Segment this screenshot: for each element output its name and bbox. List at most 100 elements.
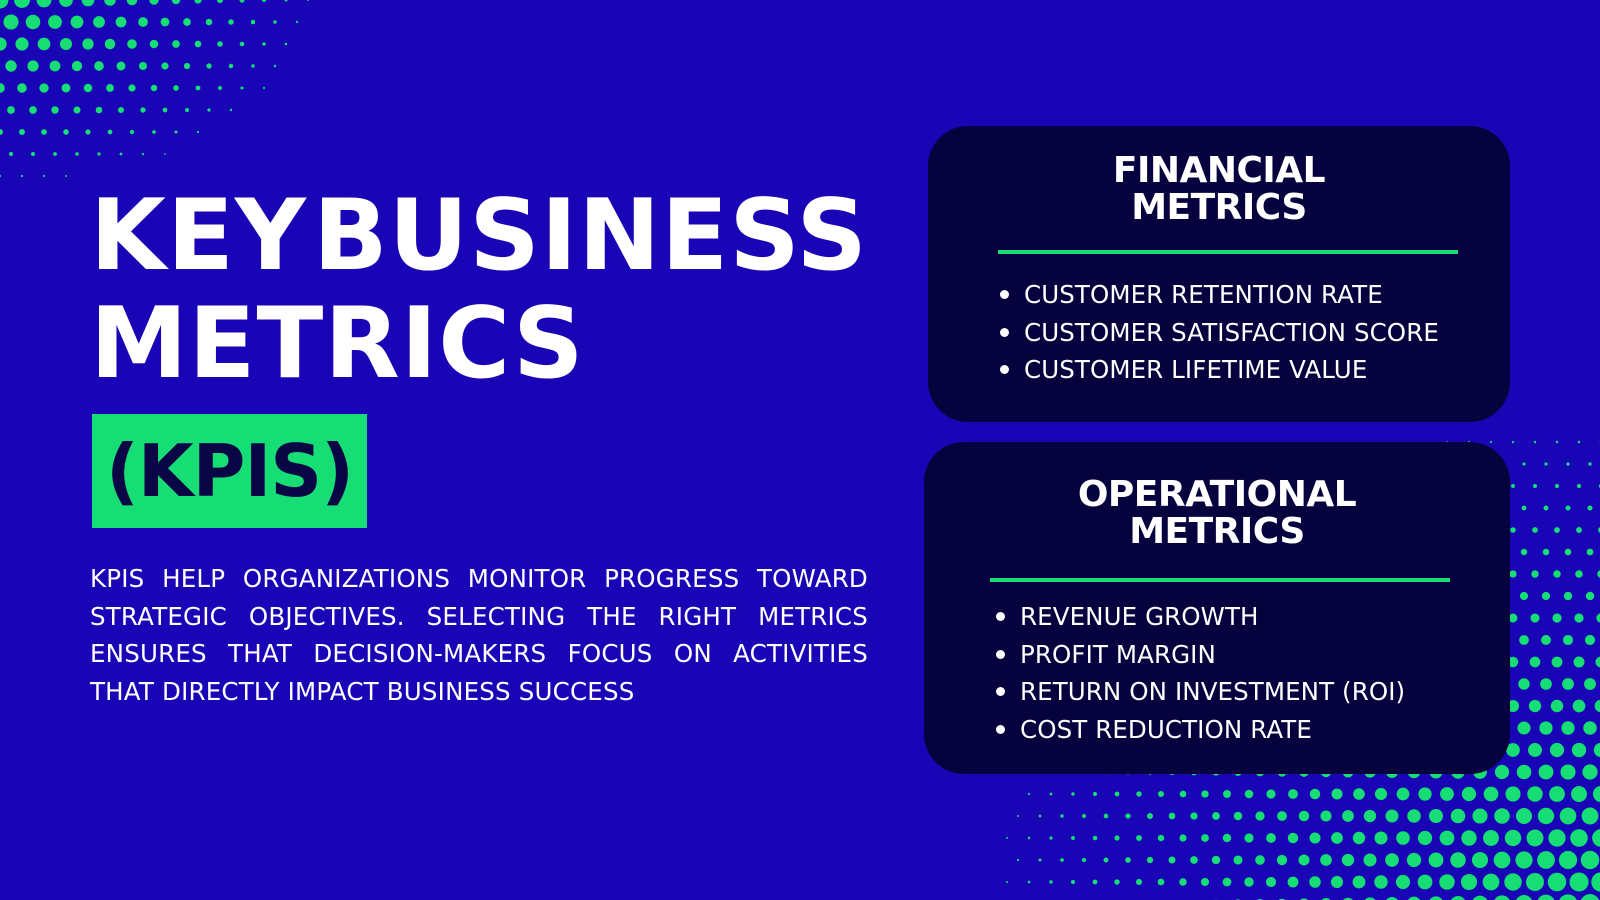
halftone-dot [1287, 876, 1299, 888]
halftone-dot [1320, 810, 1332, 822]
halftone-dot [1233, 855, 1243, 865]
halftone-dot [1520, 548, 1528, 556]
halftone-dot [1265, 876, 1277, 888]
halftone-dot [1563, 591, 1573, 601]
halftone-dot [1266, 833, 1276, 843]
card-title-line-1: OPERATIONAL [1077, 474, 1357, 515]
halftone-dot [1406, 852, 1422, 868]
halftone-dot [1508, 613, 1518, 623]
halftone-dot [207, 108, 211, 112]
halftone-dot [1374, 875, 1388, 889]
halftone-dot [1591, 872, 1600, 892]
list-item-label: COST REDUCTION RATE [1020, 714, 1312, 744]
halftone-dot [307, 0, 309, 1]
halftone-dot [1092, 791, 1098, 797]
halftone-dot [8, 151, 14, 157]
halftone-dot [95, 106, 103, 114]
halftone-dot [1200, 877, 1210, 887]
halftone-dot [1531, 570, 1539, 578]
halftone-dot [228, 19, 234, 25]
halftone-dot [162, 107, 168, 113]
list-item-label: PROFIT MARGIN [1020, 639, 1216, 669]
halftone-dot [1581, 807, 1599, 825]
halftone-dot [1510, 527, 1516, 533]
halftone-dot [1518, 678, 1530, 690]
halftone-dot [284, 0, 288, 2]
halftone-dot [1395, 874, 1411, 890]
halftone-dot [295, 20, 299, 24]
halftone-dot [1554, 527, 1560, 533]
halftone-dot [1385, 853, 1399, 867]
halftone-dot [93, 16, 105, 28]
halftone-dot [1550, 699, 1564, 713]
halftone-dot [1038, 858, 1042, 862]
halftone-dot [1016, 858, 1020, 862]
halftone-dot [129, 129, 135, 135]
halftone-dot [1363, 853, 1377, 867]
halftone-dot [152, 130, 156, 134]
halftone-dot [1537, 894, 1555, 900]
halftone-dot [1440, 787, 1454, 801]
halftone-dot [1331, 788, 1343, 800]
halftone-dot [273, 20, 277, 24]
halftone-dot [262, 42, 266, 46]
halftone-dot [1190, 812, 1198, 820]
halftone-dot [1114, 879, 1120, 885]
halftone-dot [1451, 896, 1465, 900]
list-item-label: RETURN ON INVESTMENT (ROI) [1020, 677, 1406, 706]
halftone-dot [1298, 854, 1310, 866]
halftone-dot [1522, 462, 1526, 466]
halftone-dot [1385, 809, 1399, 823]
halftone-dot [262, 86, 266, 90]
halftone-dot [1543, 505, 1549, 511]
halftone-dot [1592, 786, 1600, 802]
halftone-dot [1288, 789, 1298, 799]
halftone-dot [1505, 786, 1521, 802]
halftone-dot [172, 40, 180, 48]
halftone-dot [1565, 505, 1571, 511]
halftone-dot [1515, 851, 1533, 869]
halftone-dot [1573, 656, 1585, 668]
halftone-dot [1586, 548, 1594, 556]
halftone-dot [63, 129, 69, 135]
halftone-dot [1266, 789, 1276, 799]
halftone-dot [1439, 874, 1455, 890]
halftone-dot [1582, 764, 1598, 780]
halftone-dot [15, 37, 29, 51]
halftone-dot [1049, 836, 1053, 840]
halftone-dot [70, 15, 84, 29]
halftone-dot [1060, 858, 1064, 862]
halftone-dot [1537, 807, 1555, 825]
card-title-line-1: FINANCIAL [1112, 150, 1326, 191]
halftone-dot [1580, 850, 1600, 870]
financial-metrics-list: CUSTOMER RETENTION RATE CUSTOMER SATISFA… [998, 276, 1439, 389]
bullet-icon [1000, 290, 1009, 299]
list-item: CUSTOMER LIFETIME VALUE [998, 351, 1439, 389]
halftone-dot [1553, 570, 1561, 578]
halftone-dot [228, 63, 234, 69]
halftone-dot [138, 17, 148, 27]
halftone-dot [1352, 875, 1366, 889]
halftone-dot [251, 64, 255, 68]
halftone-dot [65, 175, 67, 177]
halftone-dot [1157, 878, 1165, 886]
halftone-dot [1532, 483, 1538, 489]
halftone-dot [1519, 591, 1529, 601]
halftone-dot [1521, 505, 1527, 511]
halftone-dot [1566, 462, 1570, 466]
halftone-dot [1211, 855, 1221, 865]
halftone-dot [1595, 656, 1600, 668]
halftone-dot [1309, 876, 1321, 888]
halftone-dot [1529, 656, 1541, 668]
halftone-dot [1081, 857, 1087, 863]
halftone-dot [1562, 634, 1574, 646]
list-item-label: REVENUE GROWTH [1020, 602, 1259, 631]
halftone-dot [1081, 813, 1087, 819]
halftone-dot [1298, 810, 1310, 822]
halftone-dot [1547, 872, 1567, 892]
halftone-dot [1526, 829, 1544, 847]
list-item-label: CUSTOMER SATISFACTION SCORE [1024, 317, 1439, 347]
halftone-dot [1577, 440, 1581, 444]
halftone-dot [250, 19, 256, 25]
halftone-dot [1201, 790, 1209, 798]
